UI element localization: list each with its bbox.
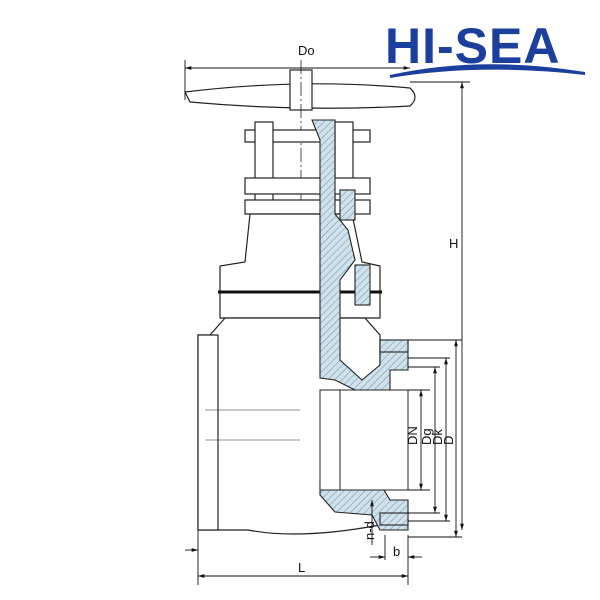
label-dk: Dk	[430, 429, 445, 445]
dimension-lines	[184, 60, 470, 585]
bolt-left	[254, 121, 274, 213]
label-dg: Dg	[419, 428, 434, 445]
label-b: b	[393, 544, 400, 559]
left-flange	[197, 334, 219, 531]
label-do: Do	[298, 43, 315, 58]
label-n-d: n-d	[362, 521, 377, 540]
hi-sea-logo: HI-SEA	[385, 18, 585, 78]
label-h: H	[449, 236, 458, 251]
label-l: L	[298, 560, 305, 575]
label-d: D	[441, 436, 456, 445]
label-dn: DN	[405, 426, 420, 445]
